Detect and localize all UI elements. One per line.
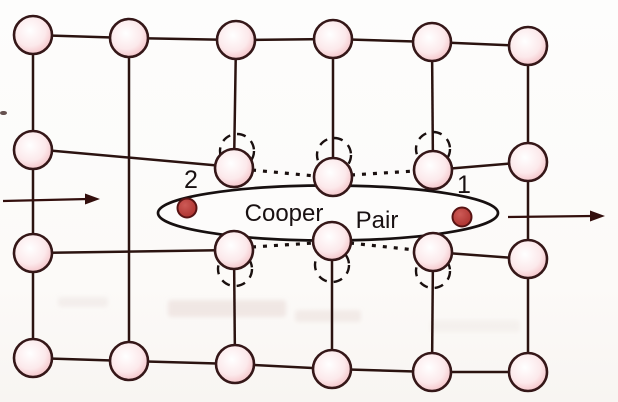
lattice-ion	[213, 147, 255, 189]
phonon-dotted-link	[350, 169, 416, 177]
lattice-ion	[411, 351, 453, 393]
scan-artifact	[0, 111, 7, 115]
lattice-ion	[312, 156, 354, 198]
cooper-pair-label-word2: Pair	[356, 207, 399, 234]
displaced-ion-ghost-circle	[315, 136, 353, 174]
lattice-bond	[32, 248, 235, 255]
lattice-ion	[507, 351, 549, 393]
current-arrow-right	[507, 210, 605, 222]
arrowhead-icon	[590, 210, 605, 222]
electron	[176, 197, 198, 219]
lattice-ion	[213, 229, 255, 271]
lattice-ion	[412, 149, 454, 191]
lattice-bond	[232, 39, 238, 169]
phonon-dotted-link	[251, 168, 316, 178]
lattice-ion	[412, 231, 454, 273]
arrow-shaft	[2, 197, 89, 203]
displaced-ion-ghost-circle	[414, 252, 452, 290]
arrowhead-icon	[85, 193, 100, 205]
lattice-ion	[507, 25, 549, 67]
lattice-ion	[411, 21, 453, 63]
lattice-ion	[108, 17, 150, 59]
lattice-bond	[32, 147, 235, 169]
displaced-ion-ghost-circle	[414, 130, 452, 168]
lattice-bond	[430, 41, 435, 171]
scan-artifact	[168, 300, 286, 317]
lattice-ion	[12, 337, 54, 379]
scan-artifact	[58, 297, 108, 307]
lattice-ion	[507, 141, 549, 183]
lattice-ion	[12, 232, 54, 274]
displaced-ion-ghost-circle	[313, 246, 351, 284]
lattice-ion	[12, 14, 54, 56]
current-arrow-left	[2, 193, 100, 205]
lattice-ion	[214, 343, 256, 385]
displaced-ion-ghost-circle	[218, 132, 256, 170]
phonon-dotted-link	[251, 241, 315, 249]
lattice-ion	[312, 18, 354, 60]
electron-1-label: 1	[457, 171, 471, 199]
scan-artifact	[430, 320, 520, 332]
lattice-ion	[215, 19, 257, 61]
phonon-dotted-link	[349, 241, 416, 252]
lattice-ion	[311, 220, 353, 262]
lattice-ion	[507, 238, 549, 280]
arrow-shaft	[507, 214, 594, 219]
cooper-pair-label-word1: Cooper	[245, 200, 324, 227]
electron	[451, 206, 473, 228]
scan-artifact	[295, 310, 361, 322]
displaced-ion-ghost-circle	[216, 250, 254, 288]
lattice-ion	[12, 129, 54, 171]
lattice-ion	[108, 340, 150, 382]
lattice-ion	[311, 348, 353, 390]
electron-2-label: 2	[184, 166, 198, 194]
